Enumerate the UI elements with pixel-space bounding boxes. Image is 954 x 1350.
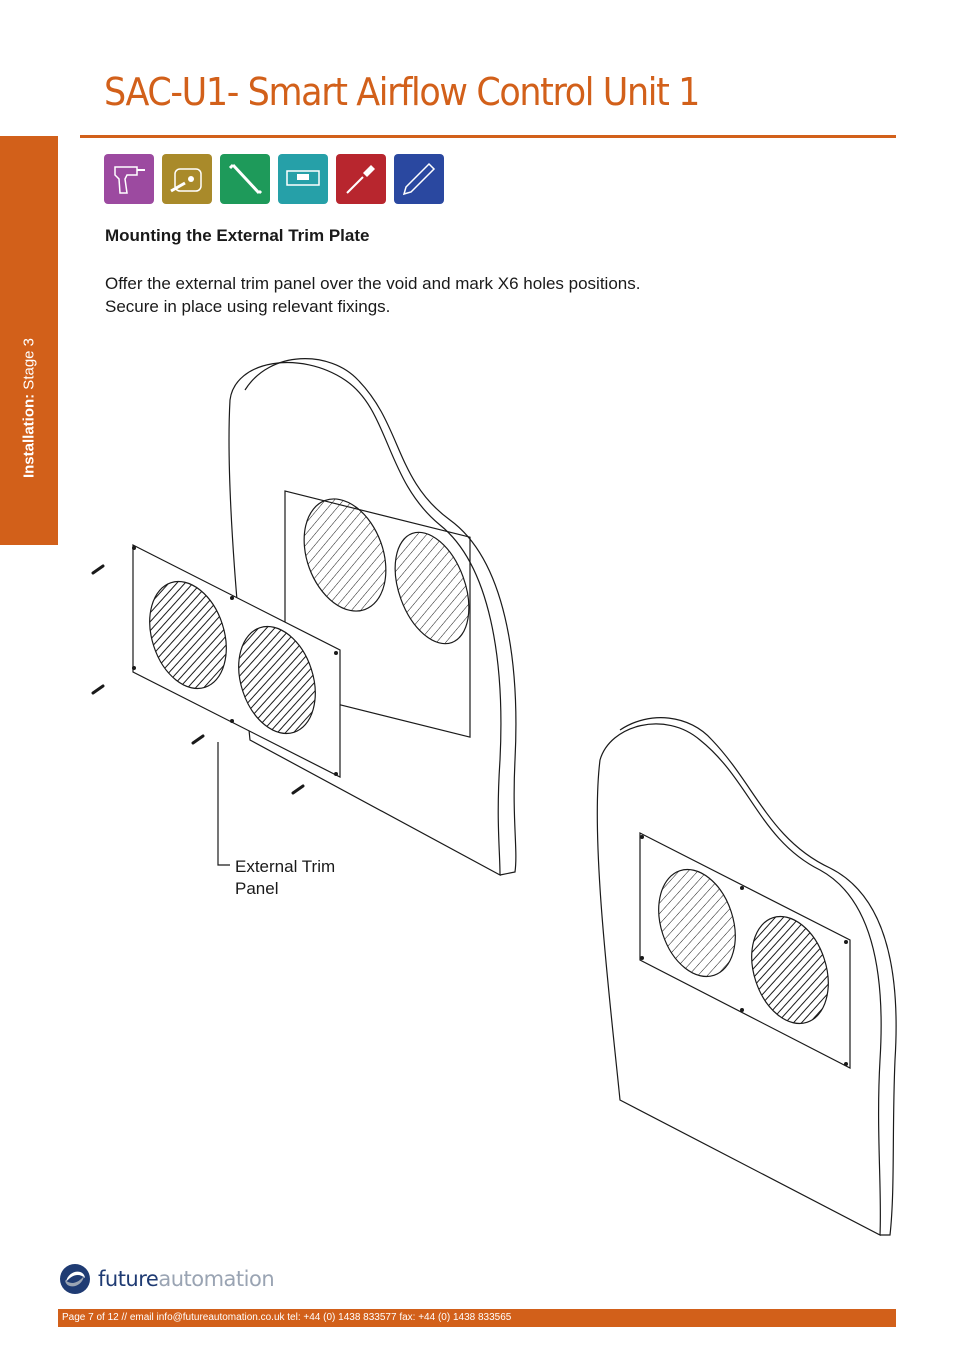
instruction-text: Offer the external trim panel over the v… (105, 274, 641, 316)
installation-drawing (91, 358, 897, 1236)
fixing-screws (91, 564, 305, 795)
screwdriver-icon (336, 154, 386, 204)
logo-swirl-icon (60, 1264, 90, 1294)
tape-measure-icon (162, 154, 212, 204)
title-rule (80, 135, 896, 138)
wall-exploded (228, 358, 517, 877)
page-title: SAC-U1- Smart Airflow Control Unit 1 (104, 70, 700, 114)
spirit-level-icon (278, 154, 328, 204)
callout-leader (217, 742, 230, 866)
tool-icons (104, 154, 444, 204)
void-fans (303, 498, 470, 645)
wall-assembled (596, 717, 897, 1236)
section-heading: Mounting the External Trim Plate (105, 226, 370, 245)
company-logo: futureautomation (58, 1262, 275, 1296)
callout-label: External Trim Panel (235, 857, 336, 898)
trim-panel-exploded (132, 544, 341, 778)
pencil-icon (394, 154, 444, 204)
allen-key-icon (220, 154, 270, 204)
logo-wordmark: futureautomation (98, 1267, 275, 1291)
section-side-tab: Installation: Stage 3 (0, 136, 58, 545)
footer-bar: Page 7 of 12 // email info@futureautomat… (58, 1309, 896, 1327)
footer-contact: Page 7 of 12 // email info@futureautomat… (62, 1312, 512, 1323)
drill-icon (104, 154, 154, 204)
